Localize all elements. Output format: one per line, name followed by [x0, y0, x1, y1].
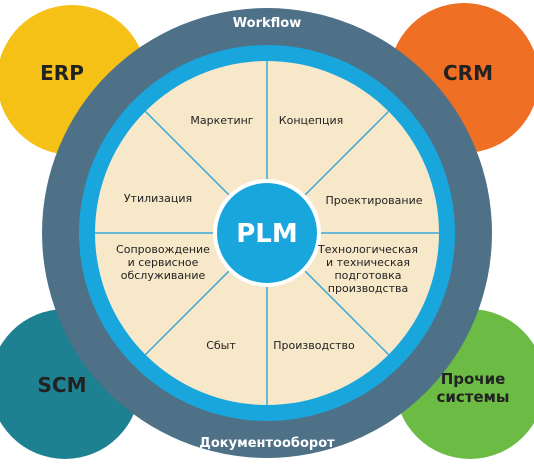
segment-marketing: Маркетинг: [190, 114, 253, 127]
other-systems-label-line2: системы: [437, 388, 510, 406]
ring-label-workflow: Workflow: [233, 16, 301, 31]
segment-support-line1: Сопровождение: [116, 243, 210, 256]
segment-support-line2: и сервисное: [128, 256, 199, 269]
plm-label: PLM: [236, 219, 298, 249]
segment-tech-prep-line1: Технологическая: [317, 243, 418, 256]
segment-disposal: Утилизация: [124, 192, 192, 205]
segment-sales: Сбыт: [206, 339, 236, 352]
segment-concept: Концепция: [279, 114, 343, 127]
ring-label-document-flow: Документооборот: [199, 436, 335, 451]
segment-tech-prep-line2: и техническая: [326, 256, 410, 269]
segment-design: Проектирование: [326, 194, 423, 207]
crm-label: CRM: [443, 61, 493, 85]
erp-label: ERP: [40, 61, 84, 85]
other-systems-label-line1: Прочие: [441, 370, 506, 388]
segment-tech-prep-line3: подготовка: [334, 269, 401, 282]
scm-label: SCM: [38, 373, 87, 397]
plm-hub: [217, 183, 317, 283]
segment-support-line3: обслуживание: [121, 269, 206, 282]
segment-production: Производство: [273, 339, 355, 352]
segment-tech-prep-line4: производства: [328, 282, 408, 295]
